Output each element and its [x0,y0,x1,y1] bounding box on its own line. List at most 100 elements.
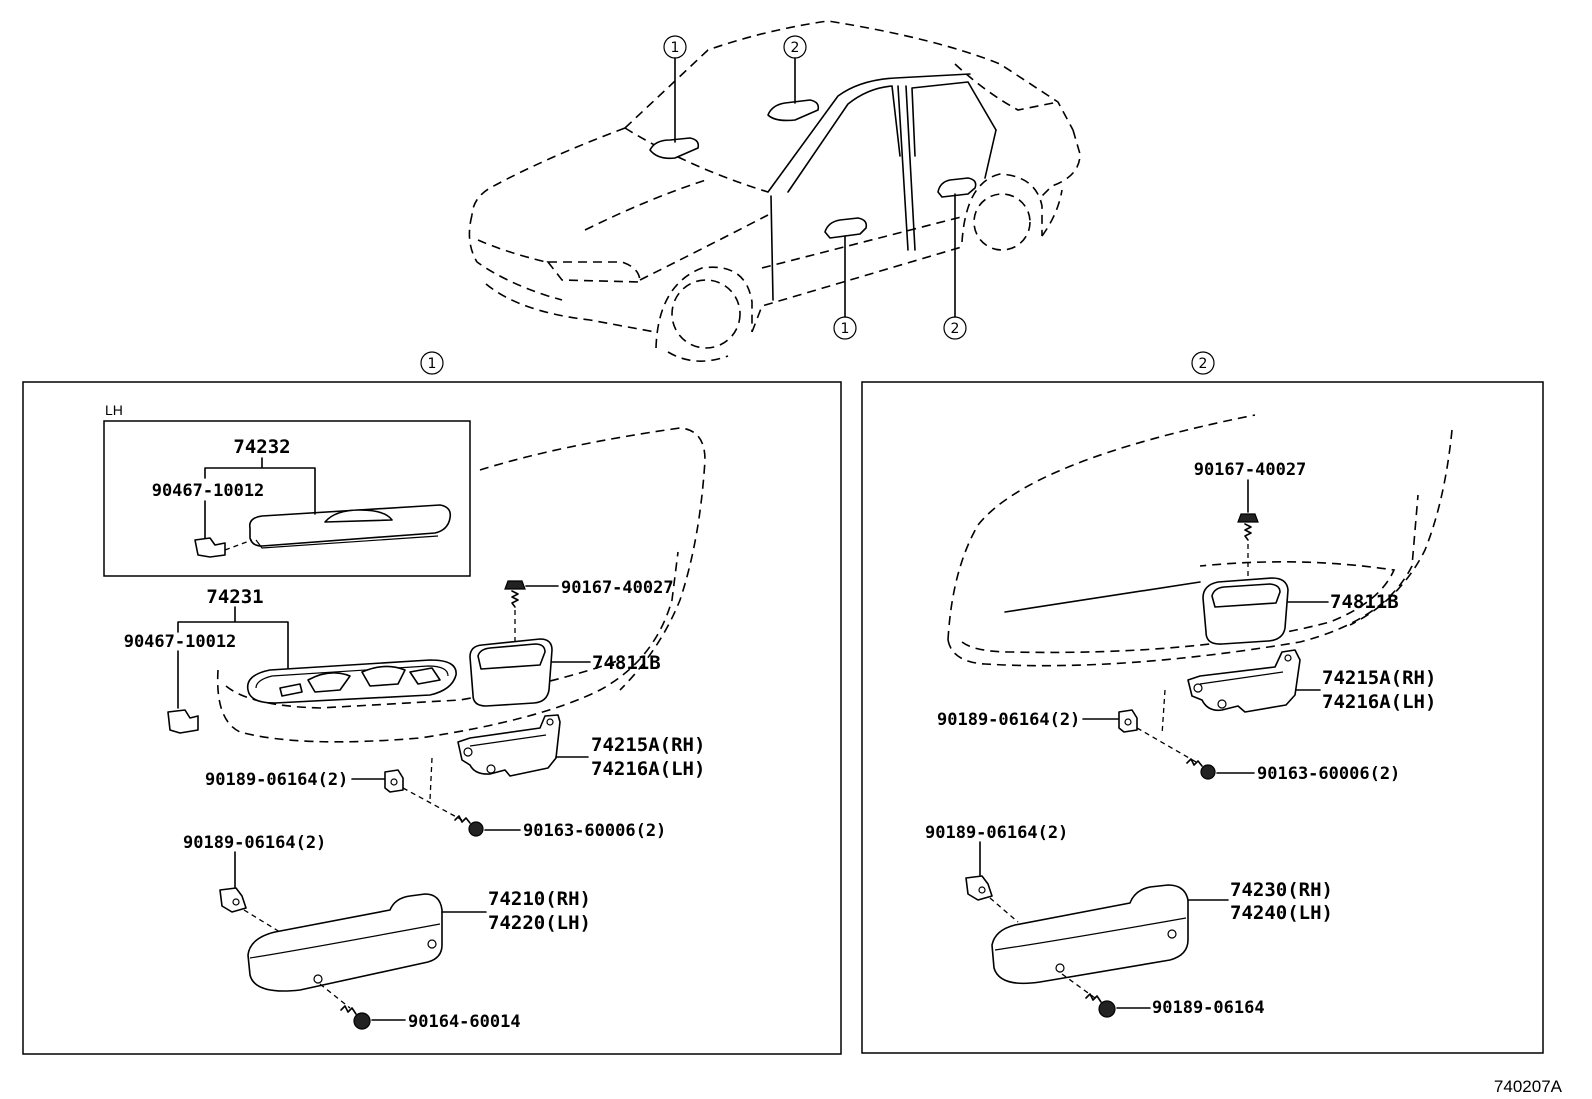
label-bracket-screw: 90163-60006(2) [523,821,666,841]
car-hood-edge [471,127,626,216]
screw-head [504,580,526,590]
armrest-shelf-outline [216,551,679,743]
front-grab-marker [649,137,700,160]
bracket-fold [1199,671,1284,685]
bracket-guides [1136,689,1197,763]
armrest-screw [1085,993,1116,1018]
screw-head [468,821,484,837]
label-armrest-screw: 90164-60014 [408,1012,521,1032]
car-sill [751,245,966,333]
car-hood-crease [584,179,707,231]
section-2-heading: 2 [1191,351,1215,375]
car-front-fascia [468,214,563,301]
armrest-shelf-inner [225,659,621,709]
car-side-crease [761,215,966,269]
car-front-fender [639,214,769,281]
bracket-hole [1217,699,1227,709]
window-switch [307,672,351,693]
car-cowl-line [624,127,769,193]
label-armrest-clip: 90189-06164(2) [183,833,326,853]
inset-switch-base [248,504,452,547]
car-a-pillar [767,73,971,193]
bracket-clip-hole [1124,718,1132,726]
callout-door-rear: 2 [943,316,967,340]
label-bracket-lh: 74216A(LH) [1322,691,1436,713]
screw-head [1237,513,1259,523]
label-bracket-clip: 90189-06164(2) [937,710,1080,730]
car-rear-wheel [973,193,1031,251]
armrest-clip [965,875,993,901]
inset-label: LH [105,402,123,418]
label-cup: 74811B [1330,591,1399,613]
label-bracket-lh: 74216A(LH) [591,758,705,780]
section-2-frame [861,381,1544,1054]
door-panel-outline [479,427,706,691]
section-1-frame [22,381,842,1055]
cup-opening [1211,583,1281,608]
inset-switch-base-edge [255,535,439,549]
armrest-hole [1055,963,1065,973]
car-rear-bumper [1041,189,1063,237]
car-front-tyre [667,351,729,362]
armrest-hole [427,939,437,949]
armrest-screw-guide [319,983,351,1009]
armrest-clip-guide [989,897,1019,923]
label-switch-base: 74231 [206,586,263,608]
label-cup-screw: 90167-40027 [561,578,674,598]
screw-shank [340,1005,357,1015]
label-cup-screw: 90167-40027 [1194,460,1307,480]
car-outline [468,20,1081,362]
inset-switch-button [324,509,393,523]
window-switch [409,667,441,685]
car-headlight [546,261,641,283]
screw-head [1200,764,1216,780]
cup-screw [504,580,526,608]
armrest-clip-hole [232,898,240,906]
front-door-armrest-marker [824,217,868,239]
label-armrest-clip: 90189-06164(2) [925,823,1068,843]
screw-shank [454,815,471,824]
window-switch [361,665,406,687]
callout-number: 2 [951,321,960,337]
label-armrest-screw: 90189-06164 [1152,998,1265,1018]
figure-code: 740207A [1494,1077,1563,1096]
section-1-door-panel [216,427,706,743]
armrest [991,884,1189,985]
inset-frame [103,420,471,577]
armrest-clip-hole [978,886,986,894]
rear-grab-marker [767,99,820,122]
callout-grab-rear: 2 [783,35,807,59]
bracket [457,714,561,777]
bracket-guides [402,757,463,821]
screw-shank [1244,523,1252,541]
label-inset-clip: 90467-10012 [152,481,265,501]
screw-head [353,1012,371,1030]
section-number: 1 [428,356,437,372]
car-grille [477,239,547,263]
section-1-heading: 1 [420,351,444,375]
car-rear-quarter [1041,129,1081,197]
car-front-window [787,85,901,193]
label-armrest-lh: 74240(LH) [1230,902,1333,924]
armrest [247,893,443,992]
bracket-screw [1186,758,1216,780]
car-front-wheel-arch [655,266,753,349]
bracket-clip [384,769,404,793]
car-rear-window [954,63,1059,111]
armrest-shelf-outline [947,494,1419,667]
label-bracket-clip: 90189-06164(2) [205,770,348,790]
screw-shank [1085,993,1102,1003]
bracket-body [1187,649,1301,713]
switch-clip [167,709,199,734]
car-front-bumper [485,283,656,333]
armrest-body [247,893,443,992]
callout-grab-front: 1 [663,35,687,59]
bracket-hole [486,764,496,774]
callout-number: 1 [671,40,680,56]
switch-base-rim [255,665,449,689]
bracket-fold [469,734,547,747]
door-panel-outline [947,414,1256,641]
callout-leaders [674,57,956,318]
screw-shank [511,590,519,608]
